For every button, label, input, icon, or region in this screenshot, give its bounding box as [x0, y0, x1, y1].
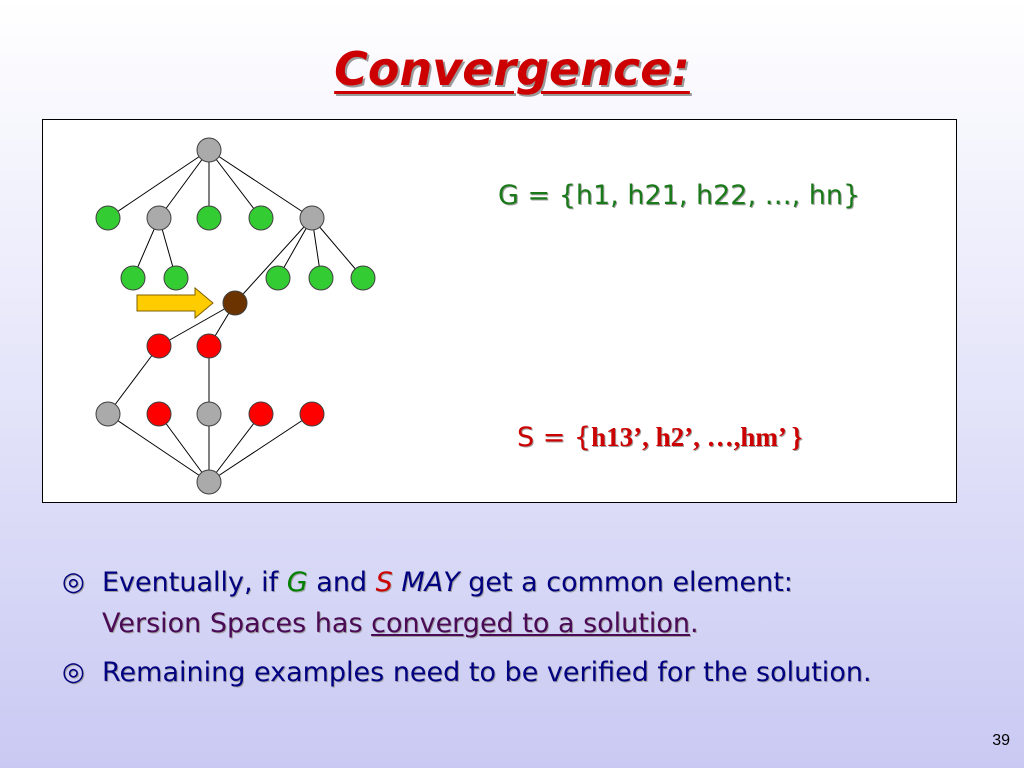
node-l2-2 — [163, 265, 189, 291]
node-l2-5 — [350, 265, 376, 291]
bullet-text: Eventually, if — [102, 567, 287, 598]
bullet-icon: ◎ — [62, 567, 85, 597]
bullet-text: get a common element: — [459, 567, 793, 598]
bullet-item-convergence: ◎ Eventually, if G and S MAY get a commo… — [62, 562, 962, 644]
lattice-edges — [107, 149, 364, 483]
s-inline: S — [375, 567, 393, 598]
slide-title: Convergence: — [334, 42, 690, 96]
bullet-text: Remaining examples need to be verified f… — [102, 657, 872, 688]
s-set-prefix: S = { — [517, 422, 592, 453]
node-b4 — [248, 401, 274, 427]
bullet-list: ◎ Eventually, if G and S MAY get a commo… — [62, 562, 962, 701]
lattice-graph — [95, 137, 376, 495]
node-g3 — [196, 205, 222, 231]
bullet-text: Version Spaces has — [102, 608, 372, 639]
node-s2 — [196, 333, 222, 359]
node-bottom — [196, 469, 222, 495]
bullet-text: . — [690, 608, 699, 639]
node-common — [222, 290, 248, 316]
node-top — [196, 137, 222, 163]
node-b3 — [196, 401, 222, 427]
node-l2-3 — [265, 265, 291, 291]
page-number: 39 — [992, 732, 1010, 749]
node-b1 — [95, 401, 121, 427]
s-set-label: S = {h13’, h2’, …,hm’ } — [517, 422, 802, 453]
node-b2 — [146, 401, 172, 427]
g-set-label: G = {h1, h21, h22, …, hn} — [498, 180, 861, 211]
bullet-text: and — [307, 567, 376, 598]
g-inline: G — [286, 567, 308, 598]
bullet-item-remaining: ◎ Remaining examples need to be verified… — [62, 652, 962, 693]
bullet-icon: ◎ — [62, 657, 85, 687]
may-inline: MAY — [392, 567, 460, 598]
pointer-arrow — [136, 286, 214, 320]
node-g5 — [299, 205, 325, 231]
node-g4 — [248, 205, 274, 231]
node-g1 — [95, 205, 121, 231]
node-s1 — [146, 333, 172, 359]
node-b5 — [299, 401, 325, 427]
converged-link[interactable]: converged to a solution — [371, 608, 691, 639]
node-l2-4 — [308, 265, 334, 291]
version-space-diagram: G = {h1, h21, h22, …, hn} S = {h13’, h2’… — [42, 119, 957, 503]
s-set-members: h13’, h2’, …,hm’ } — [591, 422, 803, 452]
node-l2-1 — [120, 265, 146, 291]
node-g2 — [146, 205, 172, 231]
